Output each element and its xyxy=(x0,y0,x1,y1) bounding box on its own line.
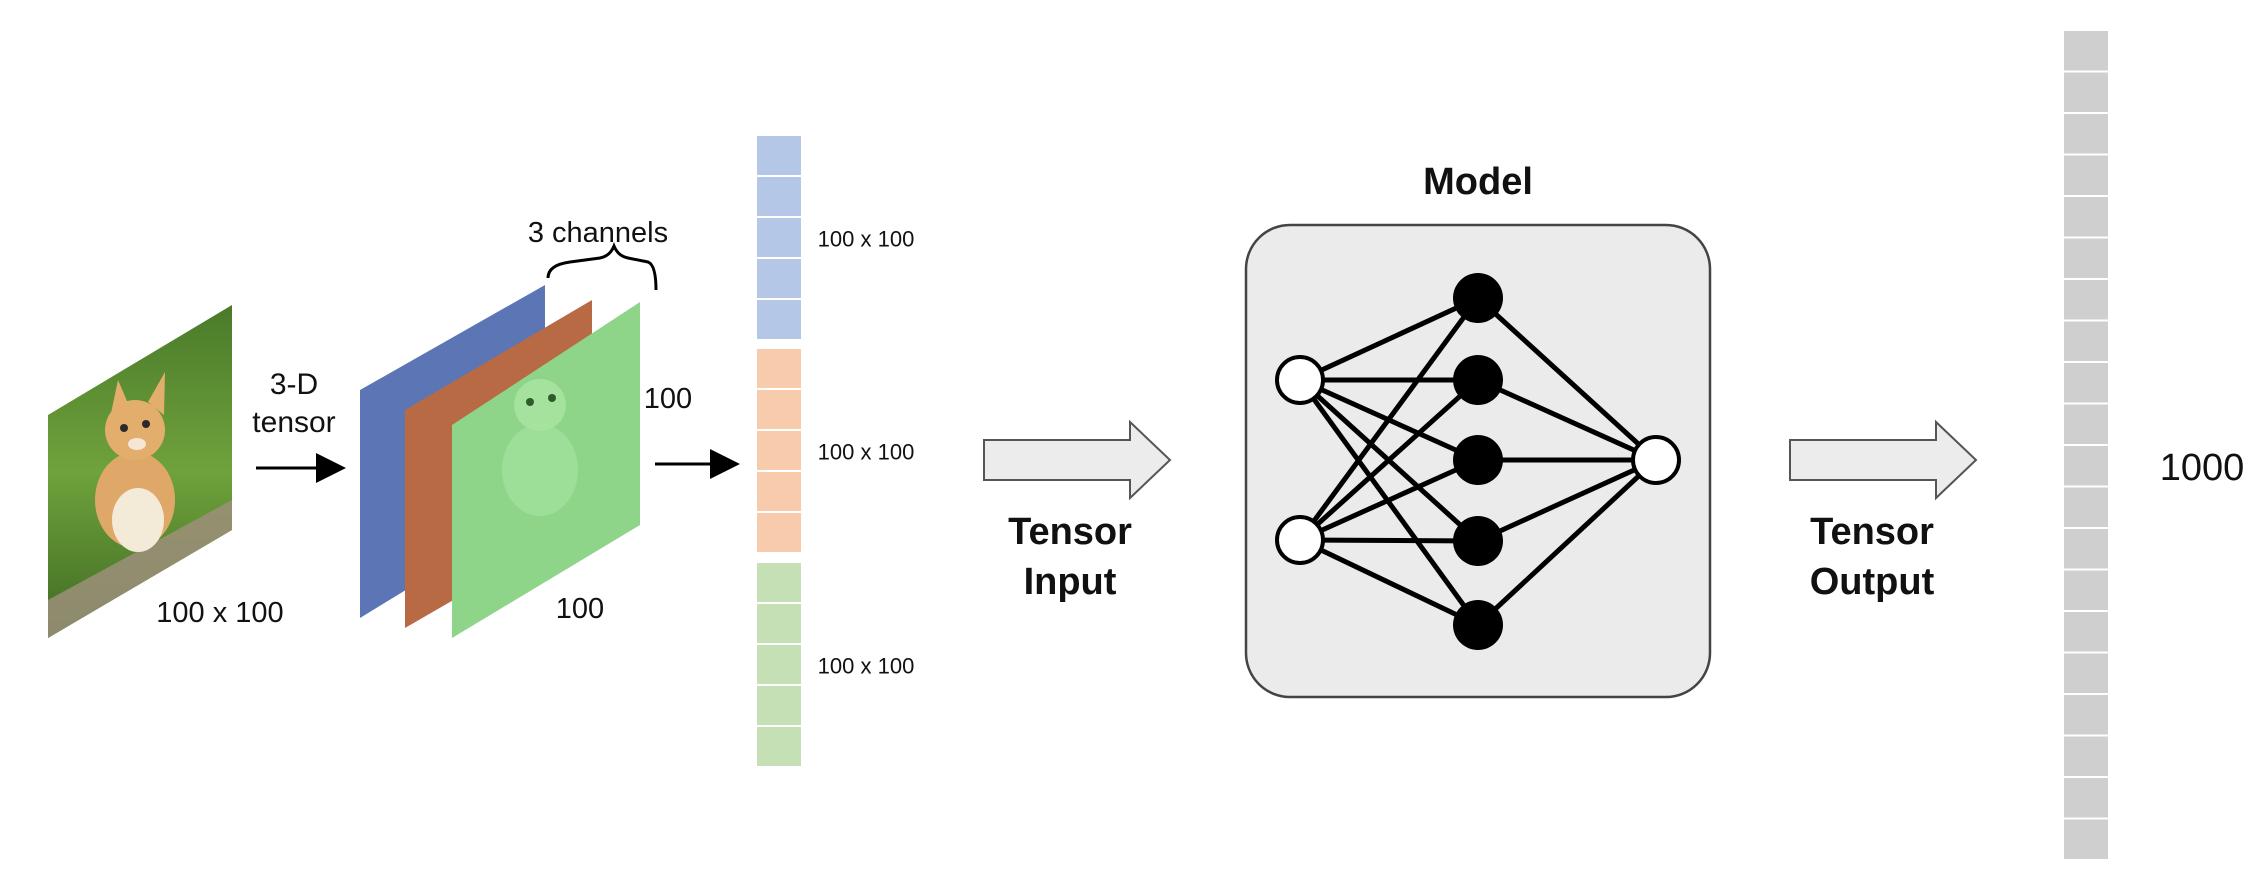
vector-cell xyxy=(755,298,803,341)
output-cell xyxy=(2062,402,2110,446)
output-cell xyxy=(2062,610,2110,654)
vector-cell xyxy=(755,388,803,431)
output-cell xyxy=(2062,153,2110,197)
output-cell xyxy=(2062,568,2110,612)
output-vector xyxy=(2062,29,2110,861)
vector-cell xyxy=(755,347,803,390)
output-cell xyxy=(2062,776,2110,820)
tensor-input-arrow xyxy=(983,419,1172,501)
network-edge xyxy=(1476,377,1658,463)
network-edge xyxy=(1297,296,1481,542)
model-title: Model xyxy=(1423,161,1533,203)
segment-size-label: 100 x 100 xyxy=(818,227,915,252)
output-cell xyxy=(2062,361,2110,405)
output-cell xyxy=(2062,319,2110,363)
output-cell xyxy=(2062,112,2110,156)
output-cell xyxy=(2062,29,2110,73)
vector-cell xyxy=(755,470,803,513)
segment-size-label: 100 x 100 xyxy=(818,440,915,465)
network-edge xyxy=(1298,378,1480,542)
output-size-label: 1000 xyxy=(2160,447,2245,489)
output-cell xyxy=(2062,444,2110,488)
hidden-node xyxy=(1453,273,1503,323)
image-size-label: 100 x 100 xyxy=(156,597,283,629)
bottom-dimension-label: 100 xyxy=(556,593,604,625)
vector-cell xyxy=(755,257,803,300)
vector-cell xyxy=(755,216,803,259)
output-cell xyxy=(2062,817,2110,861)
output-cell xyxy=(2062,485,2110,529)
network-edge xyxy=(1476,458,1658,627)
network-edge xyxy=(1298,457,1480,543)
tensor-input-label-line2: Input xyxy=(1024,561,1117,603)
tensor-output-label-line2: Output xyxy=(1810,561,1935,603)
output-cell xyxy=(2062,70,2110,114)
tensor-input-label-line1: Tensor xyxy=(1008,511,1132,553)
vector-cell xyxy=(755,602,803,645)
vector-cell xyxy=(755,643,803,686)
network-edge xyxy=(1299,537,1479,544)
output-node xyxy=(1631,435,1681,485)
tensor-output-arrow xyxy=(1789,419,1978,501)
vector-cell xyxy=(755,429,803,472)
neural-network-icon xyxy=(1275,273,1681,650)
channels-label: 3 channels xyxy=(528,217,668,249)
hidden-node xyxy=(1453,435,1503,485)
output-cell xyxy=(2062,734,2110,778)
channels-brace xyxy=(546,241,658,291)
flattened-input-vector: 100 x 100 100 x 100 100 x 100 xyxy=(755,134,915,768)
hidden-node xyxy=(1453,600,1503,650)
output-cell xyxy=(2062,278,2110,322)
segment-size-label: 100 x 100 xyxy=(818,654,915,679)
hidden-node xyxy=(1453,355,1503,405)
vector-cell xyxy=(755,134,803,177)
output-cell xyxy=(2062,195,2110,239)
vector-cell xyxy=(755,511,803,554)
vector-cell xyxy=(755,684,803,727)
output-cell xyxy=(2062,527,2110,571)
network-edge xyxy=(1298,295,1480,383)
tensor-output-label-line1: Tensor xyxy=(1810,511,1934,553)
input-node xyxy=(1275,355,1325,405)
channel-stack xyxy=(360,285,640,638)
hidden-node xyxy=(1453,516,1503,566)
output-cell xyxy=(2062,651,2110,695)
vector-cell xyxy=(755,725,803,768)
input-node xyxy=(1275,515,1325,565)
network-edge xyxy=(1298,537,1480,628)
tensor-3d-label-line2: tensor xyxy=(252,406,335,439)
output-cell xyxy=(2062,693,2110,737)
kitten-photo xyxy=(48,305,232,638)
output-cell xyxy=(2062,236,2110,280)
vector-cell xyxy=(755,561,803,604)
network-edge xyxy=(1476,296,1658,462)
tensor-3d-label-line1: 3-D xyxy=(270,368,318,401)
vector-cell xyxy=(755,175,803,218)
side-dimension-label: 100 xyxy=(644,383,692,415)
network-edge xyxy=(1476,457,1658,544)
